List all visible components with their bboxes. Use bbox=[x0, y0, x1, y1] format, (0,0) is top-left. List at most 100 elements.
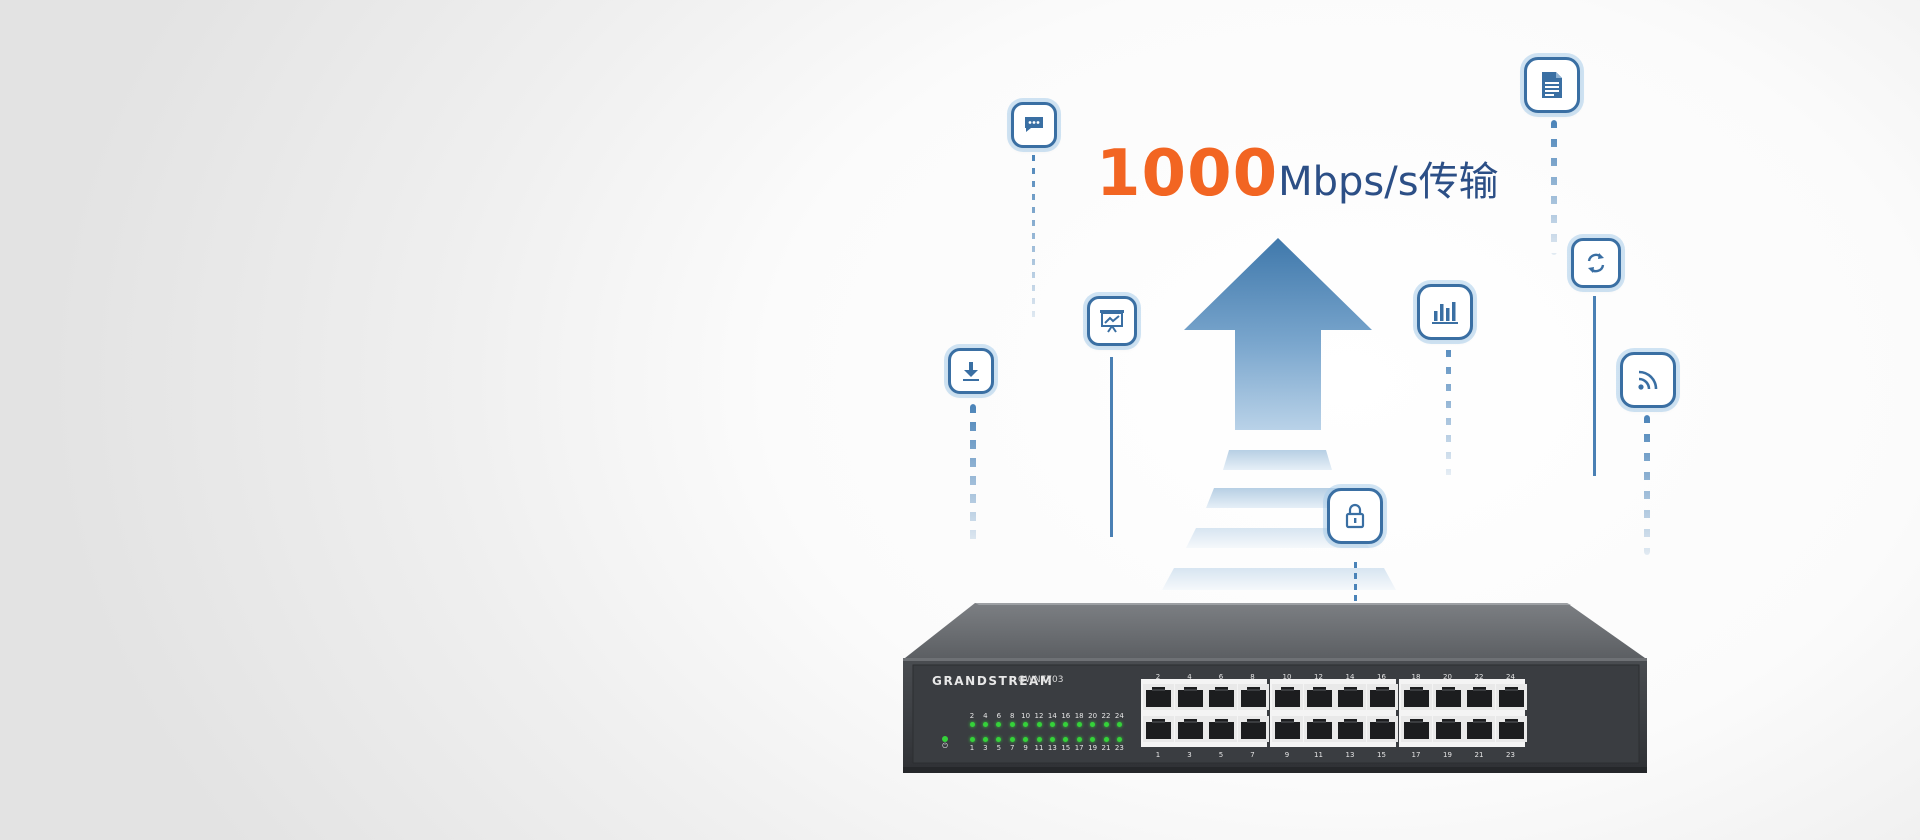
port-led bbox=[1036, 722, 1042, 727]
port-number: 5 bbox=[1218, 751, 1224, 759]
port-led bbox=[1076, 737, 1082, 742]
ethernet-port bbox=[1143, 684, 1174, 710]
connector-download bbox=[970, 404, 976, 544]
port-led bbox=[1049, 722, 1055, 727]
led-label-top: 20 bbox=[1088, 712, 1098, 720]
port-number: 23 bbox=[1506, 751, 1515, 759]
chat-icon bbox=[1011, 102, 1057, 148]
port-led bbox=[1063, 722, 1069, 727]
port-number: 4 bbox=[1187, 673, 1192, 681]
ethernet-port bbox=[1206, 684, 1237, 710]
port-number: 11 bbox=[1314, 751, 1323, 759]
led-label-top: 6 bbox=[996, 712, 1002, 720]
ethernet-port bbox=[1401, 716, 1432, 742]
led-label-bottom: 15 bbox=[1061, 744, 1071, 752]
led-label-bottom: 17 bbox=[1074, 744, 1084, 752]
ethernet-port bbox=[1495, 716, 1527, 742]
ethernet-port bbox=[1366, 716, 1398, 742]
speed-number: 1000 bbox=[1096, 137, 1279, 211]
download-icon bbox=[948, 348, 994, 394]
led-label-top: 24 bbox=[1114, 712, 1124, 720]
led-label-bottom: 3 bbox=[983, 744, 988, 752]
port-number: 20 bbox=[1443, 673, 1452, 681]
model-label: GWN7703 bbox=[1018, 675, 1064, 685]
ethernet-port bbox=[1143, 716, 1174, 742]
ethernet-port bbox=[1401, 684, 1432, 710]
port-led bbox=[1076, 722, 1082, 727]
led-label-bottom: 1 bbox=[969, 744, 975, 752]
sync-icon bbox=[1571, 238, 1621, 288]
port-led bbox=[1090, 722, 1096, 727]
bar-chart-icon bbox=[1417, 284, 1473, 340]
ethernet-port bbox=[1303, 684, 1335, 710]
led-label-top: 12 bbox=[1034, 712, 1044, 720]
led-label-top: 8 bbox=[1009, 712, 1015, 720]
connector-chat bbox=[1032, 155, 1035, 320]
ethernet-port bbox=[1174, 716, 1206, 742]
port-led bbox=[982, 737, 988, 742]
ethernet-port bbox=[1464, 684, 1495, 710]
connector-document bbox=[1551, 120, 1557, 255]
port-led bbox=[1036, 737, 1042, 742]
port-led bbox=[1103, 737, 1109, 742]
port-number: 22 bbox=[1474, 673, 1484, 681]
led-label-bottom: 21 bbox=[1101, 744, 1111, 752]
lock-icon bbox=[1327, 488, 1383, 544]
ethernet-port bbox=[1432, 684, 1464, 710]
ethernet-port bbox=[1206, 716, 1237, 742]
led-label-top: 14 bbox=[1047, 712, 1057, 720]
port-led bbox=[1116, 722, 1122, 727]
led-label-top: 10 bbox=[1021, 712, 1031, 720]
brand-label: GRANDSTREAM bbox=[932, 674, 1054, 688]
led-label-bottom: 19 bbox=[1088, 744, 1098, 752]
port-led bbox=[1023, 737, 1029, 742]
document-icon bbox=[1524, 57, 1580, 113]
port-led bbox=[1049, 737, 1055, 742]
ethernet-port bbox=[1335, 716, 1366, 742]
ethernet-port bbox=[1303, 716, 1335, 742]
ethernet-port bbox=[1432, 716, 1464, 742]
port-number: 2 bbox=[1155, 673, 1161, 681]
port-led bbox=[1023, 722, 1029, 727]
ethernet-port bbox=[1335, 684, 1366, 710]
port-number: 1 bbox=[1155, 751, 1161, 759]
presentation-icon bbox=[1087, 296, 1137, 346]
ethernet-port bbox=[1366, 684, 1398, 710]
port-number: 18 bbox=[1411, 673, 1421, 681]
port-number: 7 bbox=[1250, 751, 1255, 759]
port-number: 6 bbox=[1218, 673, 1224, 681]
speed-unit: Mbps/s传输 bbox=[1278, 159, 1499, 205]
led-label-top: 2 bbox=[969, 712, 975, 720]
port-number: 12 bbox=[1314, 673, 1323, 681]
connector-presentation bbox=[1110, 357, 1113, 537]
ethernet-port bbox=[1237, 684, 1269, 710]
ethernet-port bbox=[1272, 716, 1303, 742]
power-label: ⏻ bbox=[942, 742, 948, 750]
led-label-bottom: 13 bbox=[1047, 744, 1057, 752]
upload-arrow-graphic bbox=[1162, 238, 1396, 590]
led-label-top: 16 bbox=[1061, 712, 1071, 720]
port-number: 24 bbox=[1506, 673, 1515, 681]
port-led bbox=[996, 722, 1002, 727]
port-number: 17 bbox=[1411, 751, 1421, 759]
port-number: 3 bbox=[1187, 751, 1192, 759]
port-led bbox=[969, 722, 975, 727]
port-number: 15 bbox=[1377, 751, 1386, 759]
port-led bbox=[1090, 737, 1096, 742]
port-led bbox=[1063, 737, 1069, 742]
rss-icon bbox=[1620, 352, 1676, 408]
connector-bar-chart bbox=[1446, 350, 1451, 475]
port-number: 19 bbox=[1443, 751, 1452, 759]
port-number: 14 bbox=[1345, 673, 1355, 681]
ethernet-port bbox=[1272, 684, 1303, 710]
port-number: 8 bbox=[1250, 673, 1255, 681]
speed-headline: 1000Mbps/s传输 bbox=[1096, 142, 1499, 206]
led-label-bottom: 7 bbox=[1009, 744, 1015, 752]
led-label-top: 22 bbox=[1101, 712, 1111, 720]
led-label-top: 18 bbox=[1074, 712, 1084, 720]
port-number: 13 bbox=[1345, 751, 1355, 759]
port-number: 16 bbox=[1377, 673, 1386, 681]
port-led bbox=[1103, 722, 1109, 727]
port-led bbox=[1009, 737, 1015, 742]
